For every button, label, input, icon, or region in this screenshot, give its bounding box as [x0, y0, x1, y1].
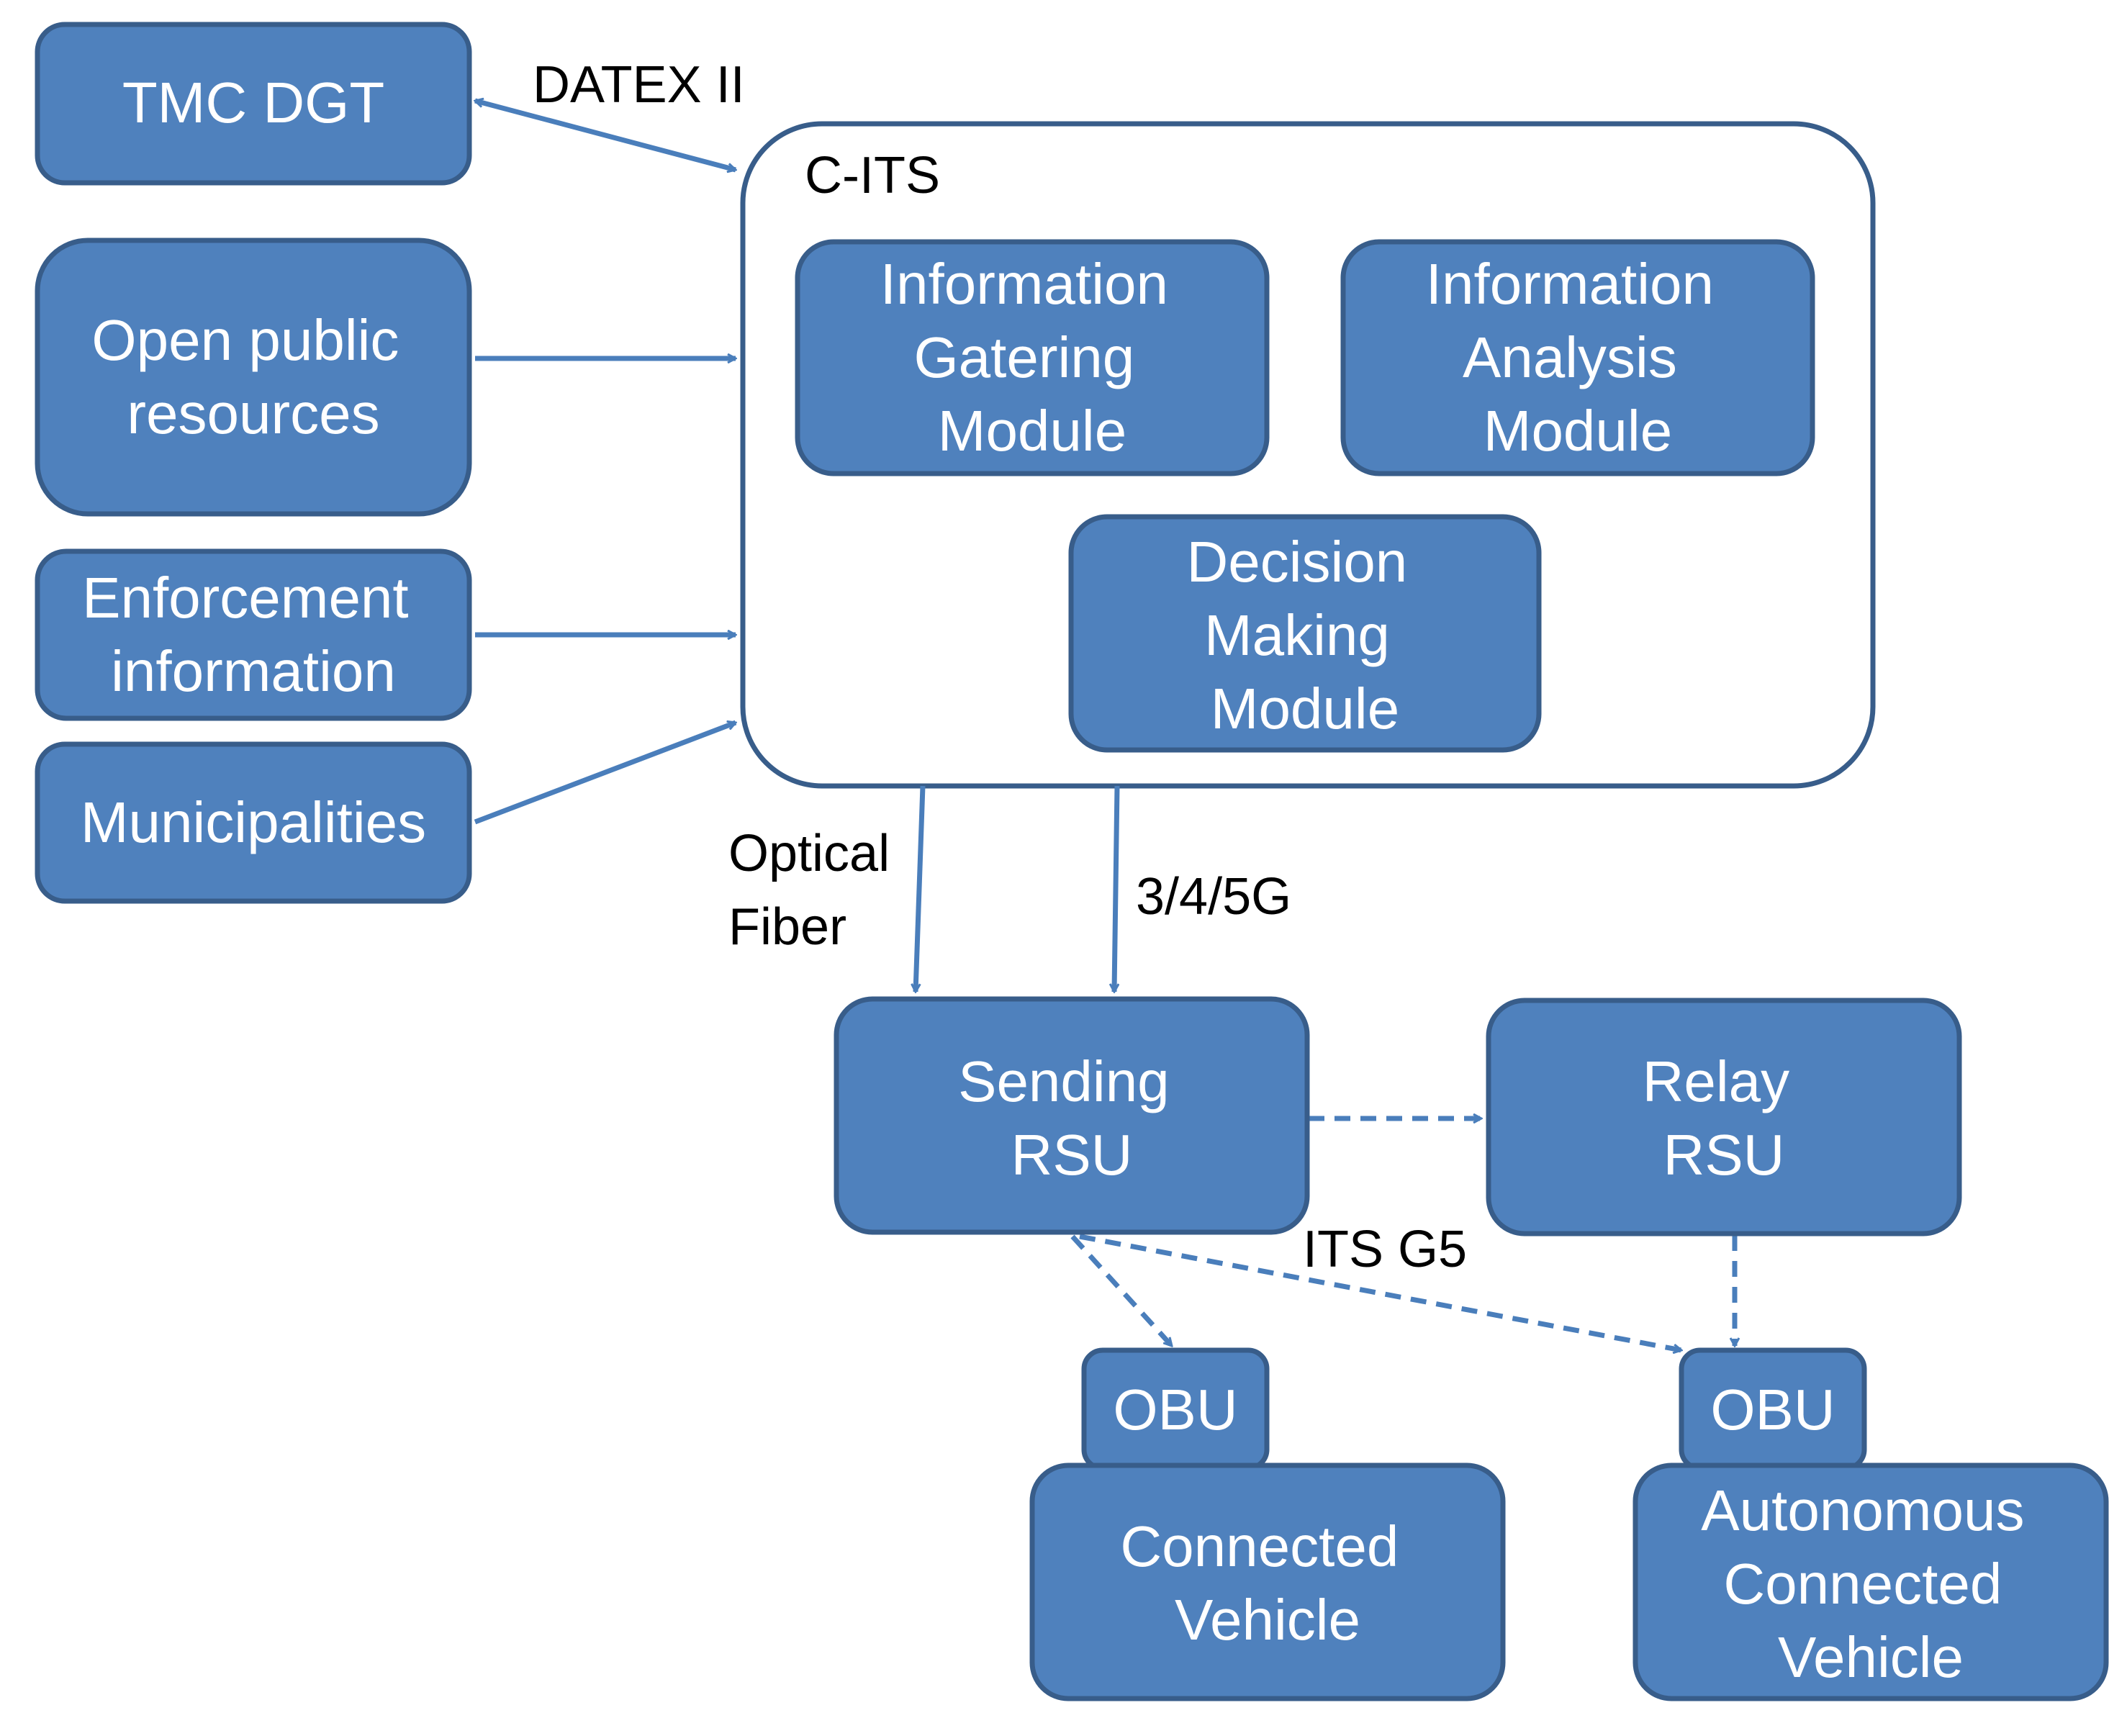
information-gathering-module-node: Information Gatering Module	[795, 239, 1270, 476]
information-gathering-module-box	[795, 239, 1270, 476]
open-public-resources-line-1: Open public	[91, 308, 399, 372]
connected-vehicle-node: Connected Vehicle	[1029, 1463, 1506, 1701]
nodes: TMC DGT Open public resources Enforcemen…	[35, 22, 2109, 1701]
edge-cellular	[1114, 785, 1120, 992]
information-analysis-module-box	[1340, 239, 1815, 476]
connected-vehicle-line-1: Connected	[1120, 1514, 1399, 1578]
optical-fiber-label-line-2: Fiber	[728, 898, 846, 956]
information-analysis-module-label: Information Analysis Module	[1426, 252, 1730, 463]
cellular-label-line: 3/4/5G	[1136, 868, 1291, 926]
tmc-dgt-box	[35, 22, 472, 186]
open-public-resources-label: Open public resources	[91, 308, 415, 446]
autonomous-connected-vehicle-line-1: Autonomous	[1701, 1478, 2024, 1542]
decision-making-module-box	[1068, 514, 1542, 753]
optical-fiber-label: Optical Fiber	[728, 825, 904, 956]
decision-making-module-label: Decision Making Module	[1186, 530, 1423, 741]
relay-rsu-box	[1486, 998, 1962, 1237]
municipalities-node: Municipalities	[35, 741, 472, 904]
municipalities-label: Municipalities	[81, 790, 426, 854]
information-gathering-module-line-3: Module	[938, 399, 1126, 463]
enforcement-information-box	[35, 548, 472, 721]
edge-optical-fiber	[916, 785, 926, 992]
open-public-resources-box	[35, 238, 472, 517]
sending-rsu-node: Sending RSU	[834, 996, 1310, 1235]
relay-rsu-label: Relay RSU	[1643, 1049, 1806, 1187]
obu-2-node: OBU	[1679, 1347, 1867, 1471]
enforcement-information-line-1: Enforcement	[82, 566, 409, 630]
sending-rsu-label: Sending RSU	[958, 1049, 1186, 1187]
optical-fiber-label-line-1: Optical	[728, 825, 890, 882]
edges	[475, 101, 1735, 1350]
information-gathering-module-line-2: Gatering	[913, 325, 1134, 389]
cellular-label: 3/4/5G	[1136, 868, 1291, 926]
autonomous-connected-vehicle-box	[1632, 1463, 2109, 1701]
edge-municipalities-to-c-its	[474, 720, 736, 825]
municipalities-line-1: Municipalities	[81, 790, 426, 854]
connected-vehicle-label: Connected Vehicle	[1120, 1514, 1414, 1652]
enforcement-information-label: Enforcement information	[82, 566, 425, 703]
sending-rsu-line-1: Sending	[958, 1049, 1170, 1113]
obu-1-label: OBU	[1113, 1378, 1237, 1442]
decision-making-module-node: Decision Making Module	[1068, 514, 1542, 753]
its-g5-label: ITS G5	[1303, 1221, 1467, 1278]
obu-1-line-1: OBU	[1113, 1378, 1237, 1442]
obu-1-node: OBU	[1081, 1347, 1270, 1471]
connected-vehicle-box	[1029, 1463, 1506, 1701]
information-gathering-module-line-1: Information	[880, 252, 1168, 316]
tmc-dgt-label: TMC DGT	[122, 71, 384, 135]
c-its-label: C-ITS	[805, 147, 940, 204]
relay-rsu-line-2: RSU	[1663, 1123, 1785, 1187]
information-analysis-module-line-1: Information	[1426, 252, 1714, 316]
information-analysis-module-line-2: Analysis	[1463, 325, 1677, 389]
tmc-dgt-node: TMC DGT	[35, 22, 472, 186]
connected-vehicle-line-2: Vehicle	[1175, 1588, 1360, 1652]
open-public-resources-line-2: resources	[127, 381, 379, 446]
decision-making-module-line-1: Decision	[1186, 530, 1407, 594]
obu-2-line-1: OBU	[1710, 1378, 1835, 1442]
edge-labels: DATEX II Optical Fiber 3/4/5G ITS G5	[533, 56, 1467, 1278]
its-g5-label-line: ITS G5	[1303, 1221, 1467, 1278]
municipalities-box	[35, 741, 472, 904]
sending-rsu-line-2: RSU	[1011, 1123, 1133, 1187]
information-analysis-module-line-3: Module	[1484, 399, 1672, 463]
autonomous-connected-vehicle-line-3: Vehicle	[1778, 1625, 1964, 1689]
autonomous-connected-vehicle-node: Autonomous Connected Vehicle	[1632, 1463, 2109, 1701]
decision-making-module-line-2: Making	[1204, 603, 1390, 667]
autonomous-connected-vehicle-line-2: Connected	[1723, 1552, 2002, 1616]
datex-ii-label-line: DATEX II	[533, 56, 745, 114]
relay-rsu-node: Relay RSU	[1486, 998, 1962, 1237]
information-analysis-module-node: Information Analysis Module	[1340, 239, 1815, 476]
enforcement-information-line-2: information	[111, 639, 396, 703]
enforcement-information-node: Enforcement information	[35, 548, 472, 721]
relay-rsu-line-1: Relay	[1643, 1049, 1790, 1113]
tmc-dgt-line-1: TMC DGT	[122, 71, 384, 135]
edge-tmc-to-c-its	[475, 101, 736, 170]
decision-making-module-line-3: Module	[1211, 677, 1399, 741]
obu-2-label: OBU	[1710, 1378, 1835, 1442]
information-gathering-module-label: Information Gatering Module	[880, 252, 1184, 463]
autonomous-connected-vehicle-label: Autonomous Connected Vehicle	[1701, 1478, 2040, 1689]
datex-ii-label: DATEX II	[533, 56, 745, 114]
open-public-resources-node: Open public resources	[35, 238, 472, 517]
sending-rsu-box	[834, 996, 1310, 1235]
